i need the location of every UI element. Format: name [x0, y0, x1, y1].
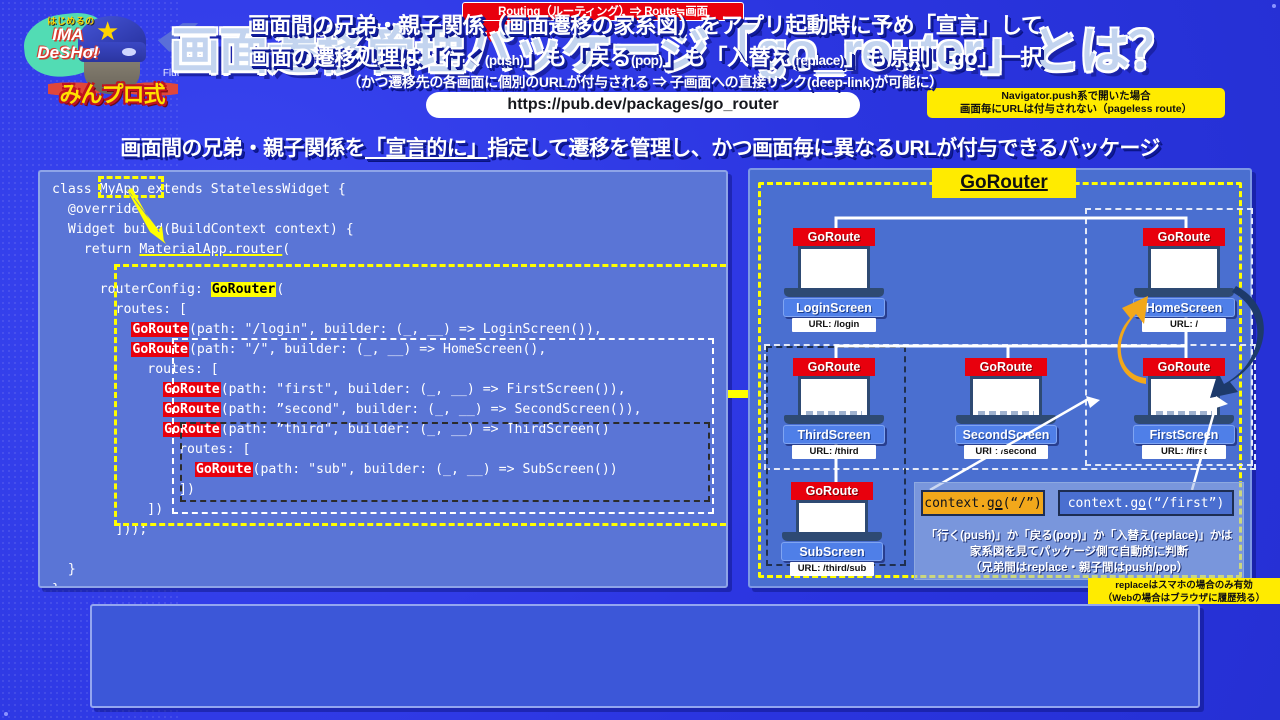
gorouter-title-badge: GoRouter: [932, 168, 1076, 198]
screen-url: URL: /: [1142, 318, 1226, 332]
context-go-first-button[interactable]: context.go(“/first”): [1058, 490, 1234, 516]
goroute-badge: GoRoute: [793, 358, 875, 376]
node-firstscreen[interactable]: GoRoute FirstScreen URL: /first: [1130, 358, 1238, 459]
routing-banner: Routing（ルーティング）⇒ Route≒画面: [462, 2, 744, 21]
navigator-push-note: Navigator.push系で開いた場合 画面毎にURLは付与されない（pag…: [927, 88, 1225, 118]
summary-push: (push): [484, 53, 524, 68]
context-go-root-button[interactable]: context.go(“/”): [921, 490, 1045, 516]
screen-name: LoginScreen: [783, 298, 885, 317]
subtitle: 画面間の兄弟・親子関係を「宣言的に」指定して遷移を管理し、かつ画面毎に異なるUR…: [0, 134, 1280, 164]
summary-line-2b: 」も「戻る: [523, 45, 631, 70]
brand-logo: はじめるの IMA DeSHo! みんプロ式 Flutter: [18, 2, 199, 120]
judge-line1: 「行く(push)」か「戻る(pop)」か「入替え(replace)」かは: [925, 530, 1233, 542]
laptop-keys-icon: [806, 411, 862, 415]
go-call-pointer-lines: [929, 396, 1228, 492]
laptop-screen-icon: [1148, 246, 1220, 288]
subtitle-part1: 画面間の兄弟・親子関係を: [120, 137, 366, 160]
screen-name: HomeScreen: [1133, 298, 1235, 317]
summary-line-2c: 」も「入替え: [662, 45, 793, 70]
judge-info-text: 「行く(push)」か「戻る(pop)」か「入替え(replace)」かは 家系…: [914, 528, 1244, 576]
home-subtree-boundary: [1085, 208, 1253, 466]
screen-url: URL: /third: [792, 445, 876, 459]
laptop-keys-icon: [1156, 411, 1212, 415]
screen-url: URL: /second: [964, 445, 1048, 459]
replace-note: replaceはスマホの場合のみ有効 （Webの場合はブラウザに履歴残る）: [1088, 578, 1280, 604]
node-secondscreen[interactable]: GoRoute SecondScreen URL: /second: [952, 358, 1060, 459]
replace-note-line1: replaceはスマホの場合のみ有効: [1115, 580, 1253, 591]
laptop-screen-icon: [798, 246, 870, 288]
laptop-base-icon: [1134, 288, 1234, 297]
summary-line-2d: 」も原則「go」一択: [843, 45, 1042, 70]
laptop-base-icon: [1134, 415, 1234, 424]
laptop-base-icon: [956, 415, 1056, 424]
goroute-badge: GoRoute: [793, 228, 875, 246]
summary-panel: [90, 604, 1200, 708]
corner-dot-tr: [1272, 4, 1276, 8]
laptop-keys-icon: [978, 411, 1034, 415]
summary-line-3: （かつ遷移先の各画面に個別のURLが付与される ⇒ 子画面への直接リンク(dee…: [347, 74, 943, 90]
code-panel: class MyApp extends StatelessWidget { @o…: [38, 170, 728, 588]
screen-url: URL: /third/sub: [790, 562, 874, 576]
code-block[interactable]: class MyApp extends StatelessWidget { @o…: [52, 182, 642, 586]
corner-dot-bl: [4, 712, 8, 716]
flutter-label: Flutter: [162, 68, 192, 79]
logo-brand-text: みんプロ式: [59, 82, 165, 107]
subtitle-part2: 指定して遷移を管理し、かつ画面毎に異なるURLが付与できるパッケージ: [487, 137, 1160, 160]
logo-text-line2: IMA: [52, 25, 84, 44]
summary-line-1: 画面間の兄弟・親子関係（画面遷移の家系図）をアプリ起動時に予め「宣言」して: [247, 13, 1043, 38]
goroute-badge: GoRoute: [1143, 358, 1225, 376]
laptop-base-icon: [784, 288, 884, 297]
subtitle-underline: 「宣言的に」: [365, 137, 488, 160]
summary-pop: (pop): [630, 53, 663, 68]
routing-banner-tail: [480, 20, 528, 42]
judge-line3: （兄弟間はreplace・親子間はpush/pop）: [969, 562, 1189, 574]
logo-eye-right: [122, 48, 136, 56]
goroute-badge: GoRoute: [965, 358, 1047, 376]
go-keyword: go: [986, 496, 1003, 511]
screen-name: ThirdScreen: [783, 425, 885, 444]
gorouter-title-text: GoRouter: [960, 172, 1048, 193]
page-title: 画面遷移管理パッケージ「go_router」とは？: [170, 23, 1178, 79]
logo-text-line1: はじめるの: [47, 16, 95, 26]
logo-text-line3: DeSHo!: [37, 43, 99, 62]
go-transition-arrows: [1117, 286, 1264, 398]
node-thirdscreen[interactable]: GoRoute ThirdScreen URL: /third: [780, 358, 888, 459]
laptop-base-icon: [782, 532, 882, 541]
summary-line-2: 画面の遷移処理は「行く(push)」も「戻る(pop)」も「入替え(replac…: [90, 40, 1200, 72]
node-homescreen[interactable]: GoRoute HomeScreen URL: /: [1130, 228, 1238, 332]
laptop-screen-icon: [796, 500, 868, 532]
package-url[interactable]: https://pub.dev/packages/go_router: [426, 92, 860, 118]
logo-eye-left: [86, 48, 100, 56]
goroute-badge: GoRoute: [791, 482, 873, 500]
judge-line2: 家系図を見てパッケージ側で自動的に判断: [969, 546, 1189, 558]
replace-note-line2: （Webの場合はブラウザに履歴残る）: [1102, 593, 1266, 604]
navigator-push-note-line2: 画面毎にURLは付与されない（pageless route）: [959, 103, 1193, 115]
screen-name: SecondScreen: [955, 425, 1057, 444]
node-subscreen[interactable]: GoRoute SubScreen URL: /third/sub: [778, 482, 886, 576]
flutter-icon: [157, 23, 199, 75]
node-loginscreen[interactable]: GoRoute LoginScreen URL: /login: [780, 228, 888, 332]
logo-mask-shape: [78, 42, 146, 62]
goroute-badge: GoRoute: [1143, 228, 1225, 246]
summary-line-2a: 画面の遷移処理は「行く: [248, 45, 485, 70]
summary-replace: (replace): [791, 53, 845, 68]
go-keyword: go: [1130, 496, 1146, 511]
screen-url: URL: /login: [792, 318, 876, 332]
laptop-base-icon: [784, 415, 884, 424]
myapp-pointer-arrow: [126, 188, 166, 244]
screen-name: SubScreen: [781, 542, 883, 561]
navigator-push-note-line1: Navigator.push系で開いた場合: [1001, 90, 1151, 102]
